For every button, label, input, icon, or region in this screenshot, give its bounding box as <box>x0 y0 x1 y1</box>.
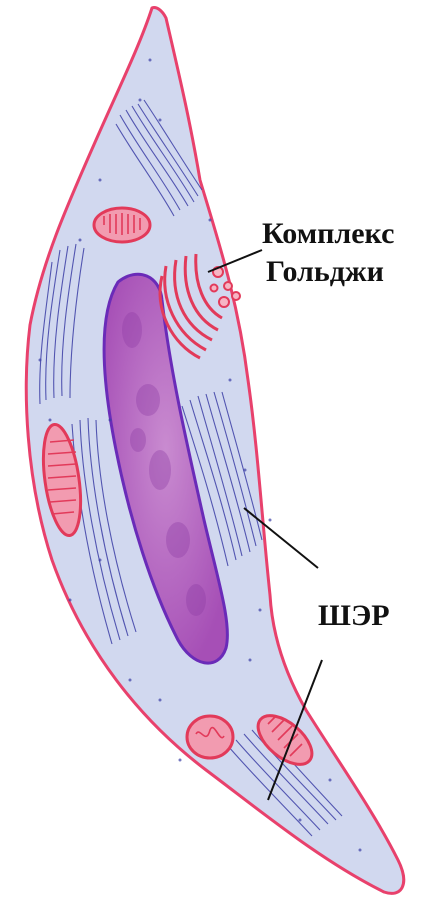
golgi-label-line2: Гольджи <box>266 255 384 288</box>
ser-label: ШЭР <box>318 599 390 632</box>
mitochondrion-bottom <box>187 716 233 758</box>
cell-membrane <box>26 7 403 893</box>
mitochondrion-top <box>94 208 150 242</box>
golgi-label-line1: Комплекс <box>262 217 394 250</box>
